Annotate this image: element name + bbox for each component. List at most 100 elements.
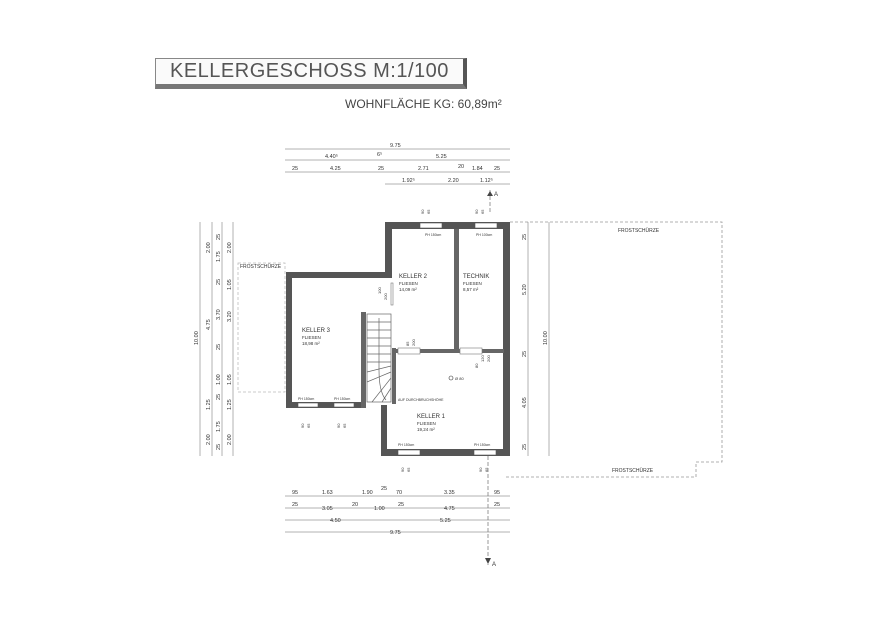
dim-right-in-c: 25 [522, 351, 528, 357]
opening-dim-6: 65 [306, 423, 311, 428]
dim-left-in2-c: 3.20 [227, 311, 233, 322]
dim-left-mid-a: 2.00 [206, 242, 212, 253]
dim-bot-r2-g: 25 [494, 502, 500, 508]
window-label-keller3-a: PH 150cm [298, 397, 314, 401]
opening-dim-16: 200 [411, 339, 416, 346]
dim-left-in-g: 25 [216, 394, 222, 400]
dim-bot-r1-a: 95 [292, 490, 298, 496]
dim-left-in-c: 25 [216, 279, 222, 285]
dim-bot-r2-b: 3.05 [322, 506, 333, 512]
room-keller3-name: KELLER 3 [302, 328, 331, 334]
dim-bot-total: 9.75 [390, 530, 401, 536]
opening-dim-5: 90 [300, 423, 305, 428]
opening-dim-19: 200 [486, 355, 491, 362]
room-keller1-area: 19,24 m² [417, 427, 435, 432]
opening-dim-18: 120 [480, 355, 485, 362]
window-label-keller3-b: PH 150cm [334, 397, 350, 401]
dim-left-in2-d: 1.05 [227, 374, 233, 385]
opening-dim-17: 80 [474, 363, 479, 368]
dim-top-r2-c: 5.25 [436, 154, 447, 160]
dim-left-in-b: 1.75 [216, 251, 222, 262]
dim-top-r4-b: 2.20 [448, 178, 459, 184]
opening-dim-3: 90 [474, 209, 479, 214]
room-keller2-floor: FLIESEN [399, 281, 418, 286]
dim-left-mid-b: 4.75 [206, 319, 212, 330]
dim-right-in-d: 4.05 [522, 397, 528, 408]
room-keller3-floor: FLIESEN [302, 335, 321, 340]
doors [390, 282, 483, 355]
dim-left-in2-b: 1.05 [227, 279, 233, 290]
room-technik-area: 8,57 m² [463, 287, 479, 292]
room-keller1-floor: FLIESEN [417, 421, 436, 426]
dim-left-in-d: 3.70 [216, 309, 222, 320]
window-label-keller1-b: PH 150cm [474, 443, 490, 447]
section-marker-bottom: A [492, 562, 496, 568]
opening-dim-9: 90 [400, 467, 405, 472]
dim-top-r3-c: 25 [378, 166, 384, 172]
dim-top-r2-a: 4.40⁵ [325, 153, 338, 160]
floor-drain-label: Ø 80 [455, 376, 464, 381]
dim-bot-r1-d: 25 [381, 486, 387, 492]
dim-top-r3-f: 1.84 [472, 166, 483, 172]
floor-drain-icon [448, 375, 454, 381]
dim-left-mid-c: 1.25 [206, 399, 212, 410]
dim-left-in-f: 1.00 [216, 374, 222, 385]
stair-note: AUF DURCHBRUCHSHÖHE [398, 398, 444, 402]
dim-bot-r2-f: 4.75 [444, 506, 455, 512]
living-area-label: WOHNFLÄCHE KG: 60,89m² [345, 97, 502, 111]
dim-bot-r3-a: 4.50 [330, 518, 341, 524]
room-keller1-name: KELLER 1 [417, 414, 446, 420]
frost-apron-left [237, 262, 286, 393]
dim-top-r3-d: 2.71 [418, 166, 429, 172]
opening-dim-13: 100 [377, 287, 382, 294]
dim-top-r4-a: 1.92⁵ [402, 177, 415, 184]
dim-left-in2-e: 1.25 [227, 399, 233, 410]
dim-left-in-e: 25 [216, 344, 222, 350]
section-marker-top: A [494, 192, 498, 198]
dim-right-in-a: 25 [522, 234, 528, 240]
staircase [366, 313, 392, 403]
dim-left-mid-d: 2.00 [206, 434, 212, 445]
opening-dim-10: 65 [406, 467, 411, 472]
dim-top-r3-e: 20 [458, 164, 464, 170]
opening-dim-2: 65 [426, 209, 431, 214]
dim-right-in-b: 5.20 [522, 284, 528, 295]
room-technik-floor: FLIESEN [463, 281, 482, 286]
dim-bot-r1-e: 70 [396, 490, 402, 496]
dim-top-r4-c: 1.12⁵ [480, 177, 493, 184]
dim-left-in2-a: 2.00 [227, 242, 233, 253]
window-label-keller1-a: PH 150cm [398, 443, 414, 447]
window-label-technik: PH 100cm [476, 233, 492, 237]
frost-apron-label-bottom: FROSTSCHÜRZE [612, 467, 654, 474]
dim-bot-r2-a: 25 [292, 502, 298, 508]
dim-bot-r1-f: 3.35 [444, 490, 455, 496]
room-keller2-area: 14,09 m² [399, 287, 417, 292]
opening-dim-1: 90 [420, 209, 425, 214]
dim-left-in-a: 25 [216, 234, 222, 240]
room-technik-name: TECHNIK [463, 274, 489, 280]
dim-bot-r2-d: 1.00 [374, 506, 385, 512]
room-keller3-area: 18,98 m² [302, 341, 320, 346]
dim-top-r2-b: 6⁵ [377, 151, 382, 158]
opening-dim-14: 200 [383, 293, 388, 300]
dim-bot-r3-b: 5.25 [440, 518, 451, 524]
opening-dim-4: 65 [480, 209, 485, 214]
dimension-lines [199, 148, 550, 533]
room-keller2-name: KELLER 2 [399, 274, 428, 280]
plan-title: KELLERGESCHOSS M:1/100 [170, 60, 449, 82]
dim-right-in-e: 25 [522, 444, 528, 450]
dim-top-r3-b: 4.25 [330, 166, 341, 172]
dim-left-in-h: 1.75 [216, 421, 222, 432]
dim-right-total: 10.00 [543, 331, 549, 345]
interior-walls [361, 229, 504, 408]
opening-dim-11: 90 [478, 467, 483, 472]
opening-dim-7: 90 [336, 423, 341, 428]
opening-dim-8: 65 [342, 423, 347, 428]
dim-bot-r2-c: 20 [352, 502, 358, 508]
section-markers: A A [485, 190, 498, 568]
frost-apron-right [505, 221, 723, 478]
dim-top-r3-a: 25 [292, 166, 298, 172]
dim-left-in2-f: 2.00 [227, 434, 233, 445]
dim-bot-r1-g: 95 [494, 490, 500, 496]
